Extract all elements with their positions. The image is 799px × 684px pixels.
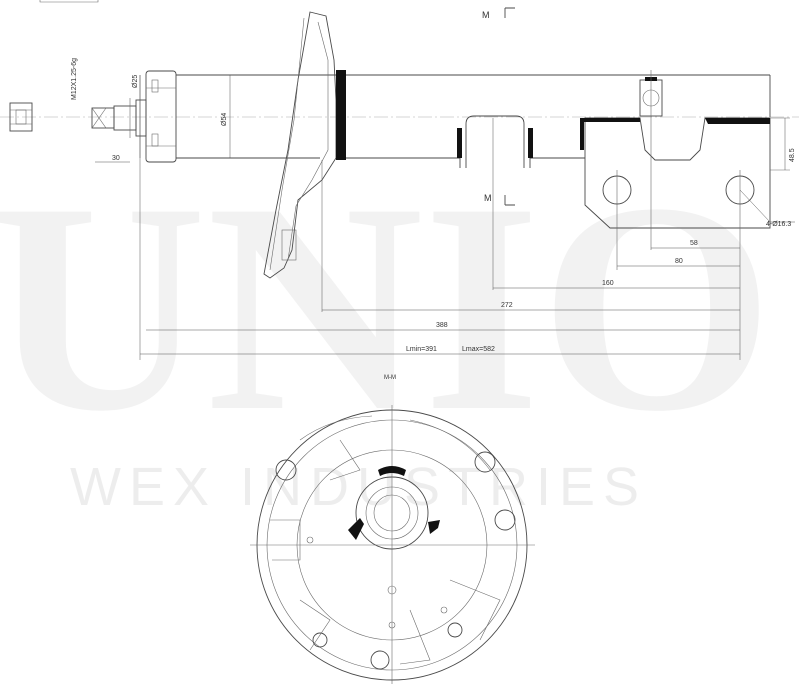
stabilizer-bracket [457,115,533,168]
dim-272: 272 [501,302,513,309]
knuckle-bracket [580,70,790,360]
watermark-brand: UNIO [0,141,773,473]
lmax-label: Lmax=582 [462,346,495,353]
tube-diameter-label: Ø54 [221,113,228,126]
annotations: M12X1.25-6g Ø25 Ø54 30 M M M-M 4-Ø16.3 4… [71,10,796,381]
watermark-company: WEX INDUSTRIES [70,457,647,517]
threaded-stud [91,98,147,138]
bracket-height-label: 48.5 [789,148,796,162]
thread-label: M12X1.25-6g [71,58,78,100]
dim-80: 80 [675,258,683,265]
frame-corner [39,0,99,3]
rod-diameter-label: Ø25 [132,75,139,88]
spring-seat [263,11,346,279]
dim-58: 58 [690,240,698,247]
section-marks [504,7,515,206]
section-view [250,405,535,684]
section-mark-top: M [482,10,490,20]
lmin-label: Lmin=391 [406,346,437,353]
strut-body [176,74,771,159]
hole-spec-label: 4-Ø16.3 [766,221,791,228]
section-mark-bottom: M [484,193,492,203]
nut-end-view [9,102,33,132]
top-mount [145,70,177,163]
watermark: UNIO WEX INDUSTRIES [0,141,773,517]
section-title: M-M [384,375,396,381]
dim-388: 388 [436,322,448,329]
dimension-lines [95,75,795,360]
dim-160: 160 [602,280,614,287]
hex-offset-label: 30 [112,155,120,162]
